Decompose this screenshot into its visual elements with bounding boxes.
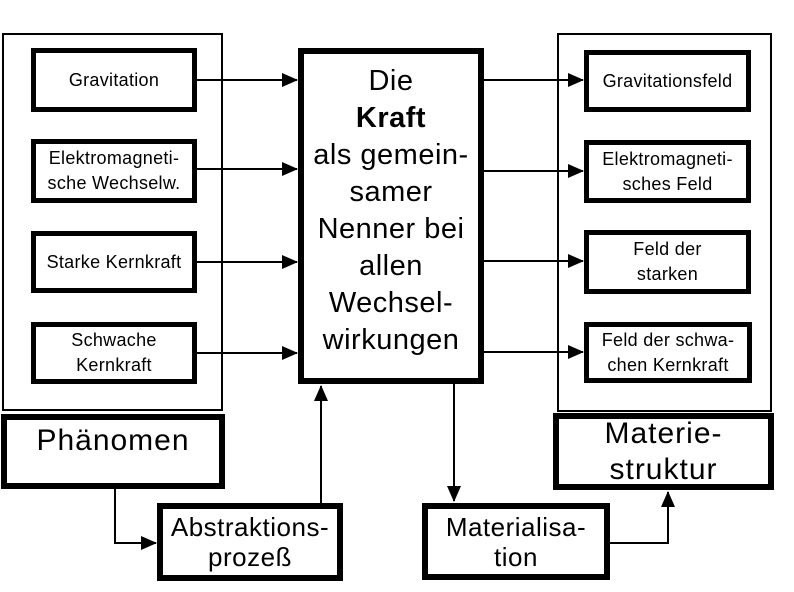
box-elektromagnetische-wechselwirkung: Elektromagneti- sche Wechselw. (31, 139, 197, 203)
box-starke-kernkraft-label: Starke Kernkraft (46, 251, 182, 272)
box-abstraktionsprozess: Abstraktions- prozeß (157, 503, 343, 581)
box-feld-der-starken: Feld der starken (584, 230, 751, 294)
box-gravitation: Gravitation (31, 48, 197, 112)
box-feld-der-schwachen-kernkraft: Feld der schwa- chen Kernkraft (584, 322, 752, 383)
matter-structure-container (557, 33, 772, 412)
box-materialisation: Materialisa- tion (422, 503, 610, 580)
box-gravitation-label: Gravitation (68, 69, 160, 90)
box-starke-kernkraft: Starke Kernkraft (31, 231, 197, 293)
kraft-line-die: Die (368, 65, 414, 97)
box-materiestruktur: Materie- struktur (553, 413, 774, 490)
box-abstraktionsprozess-label: Abstraktions- prozeß (170, 512, 330, 572)
box-gravitationsfeld: Gravitationsfeld (584, 50, 751, 112)
box-phaenomen-label: Phänomen (36, 424, 190, 457)
box-schwache-kernkraft-label: Schwache Kernkraft (71, 330, 157, 375)
box-elektromagnetische-wechselwirkung-label: Elektromagneti- sche Wechselw. (47, 148, 181, 193)
phenomena-container (2, 33, 223, 411)
box-elektromagnetisches-feld-label: Elektromagneti- sches Feld (602, 148, 733, 194)
box-feld-der-schwachen-kernkraft-label: Feld der schwa- chen Kernkraft (601, 329, 735, 375)
kraft-lines-rest: als gemein- samer Nenner bei allen Wechs… (313, 139, 469, 356)
box-materialisation-label: Materialisa- tion (445, 511, 587, 572)
box-phaenomen: Phänomen (1, 414, 225, 489)
box-kraft: Die Kraft als gemein- samer Nenner bei a… (298, 48, 484, 384)
box-schwache-kernkraft: Schwache Kernkraft (31, 322, 197, 384)
arrow-phaenomen-to-abstraktionsprozess (114, 488, 157, 550)
arrow-materialisation-to-materiestruktur (609, 491, 675, 544)
kraft-line-kraft: Kraft (355, 102, 427, 134)
box-elektromagnetisches-feld: Elektromagneti- sches Feld (584, 140, 751, 203)
box-materiestruktur-label: Materie- struktur (604, 416, 723, 486)
box-feld-der-starken-label: Feld der starken (633, 239, 702, 284)
box-gravitationsfeld-label: Gravitationsfeld (602, 70, 733, 91)
